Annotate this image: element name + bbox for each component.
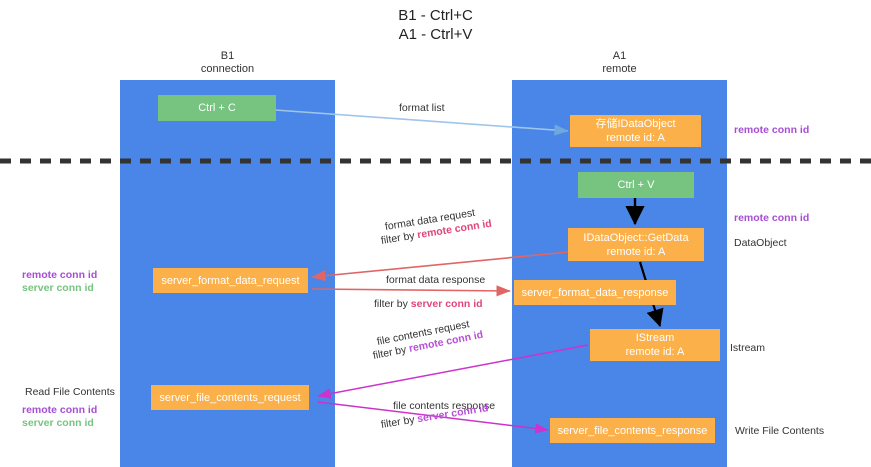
column-header-b1-subtitle: connection bbox=[200, 63, 255, 75]
annotation-right-dataobject-text: DataObject bbox=[734, 237, 787, 249]
node-idataobject-getdata[interactable]: IDataObject::GetData remote id: A bbox=[568, 228, 704, 261]
node-idataobject-getdata-line2: remote id: A bbox=[606, 245, 666, 258]
annotation-right-write-file-contents: Write File Contents bbox=[735, 424, 824, 438]
edge-format-data-response bbox=[311, 285, 511, 297]
edge-label-format-data-response-text: format data response bbox=[386, 274, 486, 286]
node-server-format-data-response[interactable]: server_format_data_response bbox=[514, 280, 676, 305]
node-server-format-data-request-label: server_format_data_request bbox=[161, 274, 300, 287]
node-istream[interactable]: IStream remote id: A bbox=[590, 329, 720, 361]
edge-label-file-contents-response: file contents response bbox=[393, 399, 495, 413]
node-server-file-contents-response-label: server_file_contents_response bbox=[557, 424, 708, 437]
annotation-left-server-conn-id-mid: server conn id bbox=[22, 281, 94, 295]
node-istream-line2: remote id: A bbox=[625, 346, 685, 358]
annotation-right-remote-conn-id-top-text: remote conn id bbox=[734, 124, 810, 136]
annotation-right-write-file-contents-text: Write File Contents bbox=[735, 425, 825, 437]
diagram-title: B1 - Ctrl+C A1 - Ctrl+V bbox=[0, 6, 871, 44]
diagram-title-line-2: A1 - Ctrl+V bbox=[398, 26, 473, 43]
node-server-file-contents-request-label: server_file_contents_request bbox=[159, 391, 301, 404]
annotation-right-remote-conn-id-mid-text: remote conn id bbox=[734, 212, 810, 224]
edge-label-format-data-response-filter: filter by server conn id bbox=[374, 297, 483, 311]
node-ctrl-c-label: Ctrl + C bbox=[198, 102, 236, 114]
annotation-left-server-conn-id-bottom-text: server conn id bbox=[22, 417, 94, 429]
annotation-left-remote-conn-id-bottom: remote conn id bbox=[22, 403, 97, 417]
node-server-file-contents-response[interactable]: server_file_contents_response bbox=[550, 418, 715, 443]
annotation-left-read-file-contents: Read File Contents bbox=[25, 385, 115, 399]
column-header-a1-subtitle: remote bbox=[602, 63, 637, 75]
node-idataobject-getdata-line1: IDataObject::GetData bbox=[583, 231, 689, 244]
node-idataobject-store-line1: 存储IDataObject bbox=[595, 118, 676, 130]
annotation-left-read-file-contents-text: Read File Contents bbox=[25, 386, 115, 398]
annotation-right-istream: Istream bbox=[730, 341, 765, 355]
node-idataobject-store[interactable]: 存储IDataObject remote id: A bbox=[570, 115, 701, 147]
node-server-file-contents-request[interactable]: server_file_contents_request bbox=[151, 385, 309, 410]
annotation-left-remote-conn-id-bottom-text: remote conn id bbox=[22, 404, 98, 416]
column-header-a1: A1 remote bbox=[512, 50, 727, 76]
column-header-a1-title: A1 bbox=[612, 50, 627, 62]
column-header-b1-title: B1 bbox=[220, 50, 235, 62]
annotation-right-dataobject: DataObject bbox=[734, 236, 787, 250]
node-istream-line1: IStream bbox=[635, 332, 675, 344]
annotation-left-remote-conn-id-mid-text: remote conn id bbox=[22, 269, 98, 281]
node-ctrl-c[interactable]: Ctrl + C bbox=[158, 95, 276, 121]
edge-label-format-list-text: format list bbox=[399, 102, 445, 114]
edge-label-format-data-response-filter-prefix: filter by bbox=[374, 298, 411, 310]
column-header-b1: B1 connection bbox=[120, 50, 335, 76]
edge-label-format-data-response-filter-key: server conn id bbox=[410, 298, 483, 310]
edge-label-format-list: format list bbox=[399, 101, 445, 115]
annotation-right-istream-text: Istream bbox=[730, 342, 766, 354]
annotation-right-remote-conn-id-mid: remote conn id bbox=[734, 211, 809, 225]
node-ctrl-v-label: Ctrl + V bbox=[617, 179, 655, 191]
node-server-format-data-response-label: server_format_data_response bbox=[521, 286, 669, 299]
node-server-format-data-request[interactable]: server_format_data_request bbox=[153, 268, 308, 293]
annotation-left-server-conn-id-bottom: server conn id bbox=[22, 416, 94, 430]
edge-label-format-data-response: format data response bbox=[386, 273, 485, 287]
edge-label-file-contents-response-text: file contents response bbox=[393, 400, 496, 412]
node-ctrl-v[interactable]: Ctrl + V bbox=[578, 172, 694, 198]
edge-label-file-contents-response-filter-prefix: filter by bbox=[380, 413, 419, 431]
node-idataobject-store-line2: remote id: A bbox=[606, 132, 665, 144]
annotation-left-server-conn-id-mid-text: server conn id bbox=[22, 282, 94, 294]
annotation-right-remote-conn-id-top: remote conn id bbox=[734, 123, 809, 137]
diagram-title-line-1: B1 - Ctrl+C bbox=[398, 7, 473, 24]
annotation-left-remote-conn-id-mid: remote conn id bbox=[22, 268, 97, 282]
